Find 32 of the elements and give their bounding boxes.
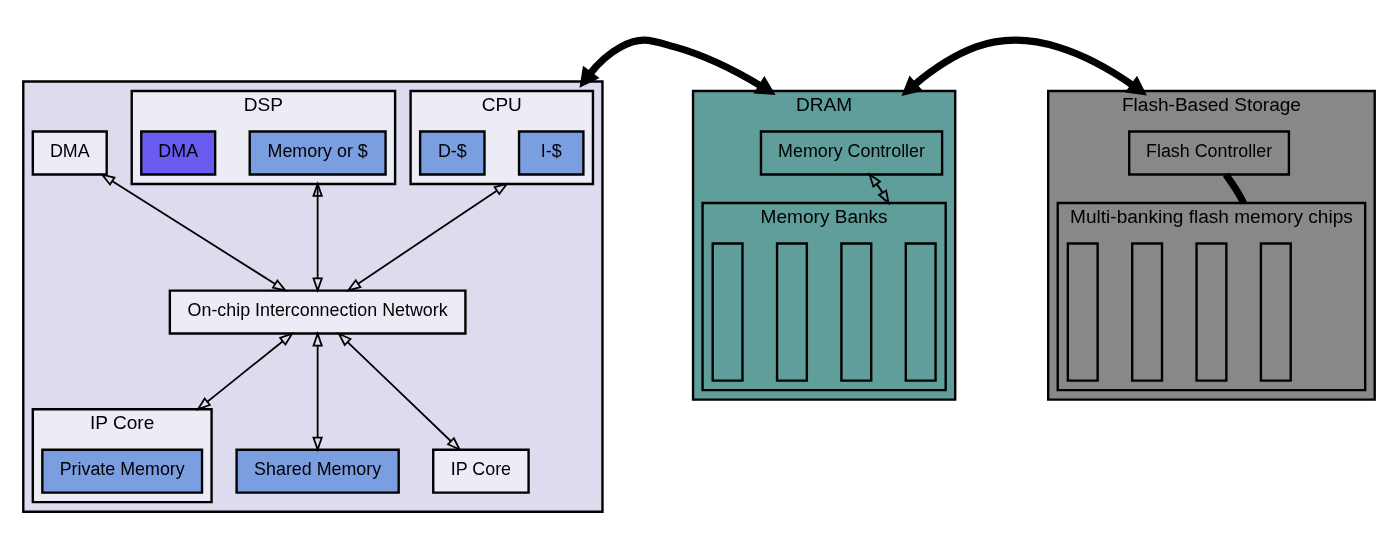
cluster: Multi-banking flash memory chips	[1056, 201, 1367, 391]
node-box: IP Core	[432, 448, 530, 494]
node-bar	[1259, 241, 1292, 382]
node-box: DMA	[31, 129, 108, 176]
arrow	[99, 172, 288, 292]
node-box: Flash Controller	[1128, 129, 1291, 176]
cluster: Memory Banks	[701, 201, 947, 391]
node-box: Shared Memory	[235, 448, 400, 494]
node-box: Memory or $	[248, 129, 387, 176]
node-bar	[1066, 241, 1099, 382]
connector	[1222, 172, 1247, 205]
arrow	[579, 36, 776, 95]
arrow	[901, 36, 1147, 96]
arrow	[337, 331, 462, 451]
arrow	[312, 180, 324, 293]
arrow	[195, 331, 295, 411]
arrow	[312, 330, 324, 452]
node-bar	[840, 241, 873, 382]
node-box: D-$	[418, 129, 486, 176]
node-box: I-$	[517, 129, 585, 176]
node-bar	[775, 241, 809, 382]
arrow	[345, 181, 510, 292]
arrow	[867, 171, 890, 205]
node-box: Memory Controller	[759, 129, 944, 176]
node-bar	[904, 241, 937, 382]
node-box: Private Memory	[41, 448, 204, 494]
node-bar	[711, 241, 744, 382]
node-bar	[1195, 241, 1228, 382]
cluster	[22, 79, 604, 513]
node-box: On-chip Interconnection Network	[168, 288, 467, 335]
node-bar	[1131, 241, 1164, 382]
node-box: DMA	[140, 129, 217, 176]
